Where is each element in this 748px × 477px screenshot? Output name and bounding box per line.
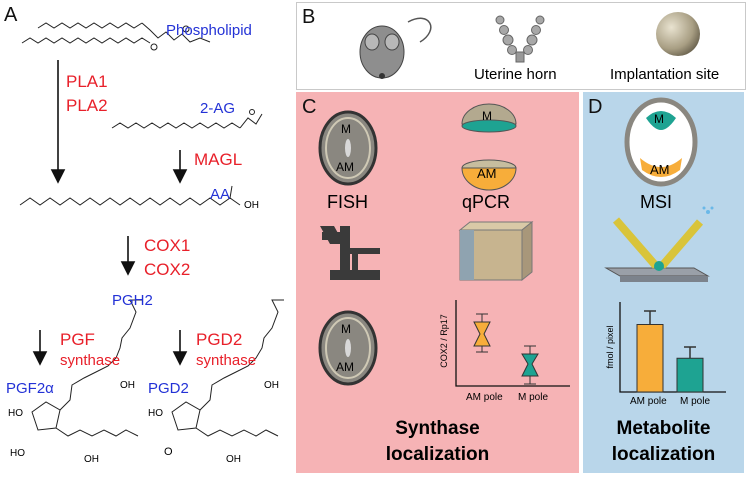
qpcr-machine-icon xyxy=(458,220,534,282)
panel-letter-d: D xyxy=(588,96,603,118)
qpcr-m-label: M xyxy=(482,109,492,123)
fmol-x-am-label: AM pole xyxy=(630,396,667,407)
implantation-site-label: Implantation site xyxy=(610,66,720,83)
metabolite-title-line1: Metabolite xyxy=(616,418,711,439)
pgf2a-label: PGF2α xyxy=(6,380,54,397)
panel-letter-b: B xyxy=(302,6,316,28)
bar-am-pole xyxy=(636,324,664,393)
panel-b-frame xyxy=(296,2,746,90)
cox2-x-m-label: M pole xyxy=(518,392,549,403)
cox1-label: COX1 xyxy=(144,236,191,255)
m-pole-box xyxy=(521,345,539,385)
cox2-label: COX2 xyxy=(144,260,191,279)
fmol-x-m-label: M pole xyxy=(680,396,711,407)
msi-am-label: AM xyxy=(650,162,670,177)
msi-instrument-icon xyxy=(604,206,714,282)
section2-m-label: M xyxy=(341,322,351,336)
fmol-bars xyxy=(636,310,704,393)
aa-oh-label: OH xyxy=(244,200,259,211)
panel-letter-a: A xyxy=(4,4,18,26)
synthase-title-line2: localization xyxy=(385,444,490,465)
msi-section-icon xyxy=(624,97,698,187)
two-ag-label: 2-AG xyxy=(200,100,236,117)
pgd2-oh2-label: OH xyxy=(226,454,241,465)
phospholipid-label: Phospholipid xyxy=(166,22,252,39)
cox2-x-am-label: AM pole xyxy=(466,392,503,403)
pgd2-o-label: O xyxy=(164,446,173,458)
pgh2-label: PGH2 xyxy=(112,292,153,309)
msi-m-label: M xyxy=(654,112,664,126)
section-icon-2 xyxy=(318,310,378,386)
qpcr-hemisphere-icon xyxy=(461,103,517,191)
qpcr-label: qPCR xyxy=(462,192,511,212)
fish-section-icon xyxy=(318,110,378,186)
synthase-title-line1: Synthase xyxy=(395,418,480,439)
pla1-label: PLA1 xyxy=(66,72,108,91)
mouse-icon xyxy=(359,17,432,79)
uterine-horn-icon xyxy=(495,15,545,63)
pgf-synthase-label: synthase xyxy=(60,352,121,369)
magl-label: MAGL xyxy=(194,150,243,169)
metabolite-title-line2: localization xyxy=(611,444,716,465)
cox2-chart-axes xyxy=(455,300,570,387)
panel-letter-c: C xyxy=(302,96,317,118)
pgf2a-oh2-label: OH xyxy=(84,454,99,465)
aa-label: AA xyxy=(210,186,231,203)
am-pole-box xyxy=(473,313,491,353)
pla2-label: PLA2 xyxy=(66,96,108,115)
fish-label: FISH xyxy=(327,192,369,212)
fish-am-label: AM xyxy=(336,160,354,174)
pgd2-synthase-label: synthase xyxy=(196,352,257,369)
pgd2-oh-label: OH xyxy=(264,380,279,391)
bar-m-pole xyxy=(676,357,704,393)
fmol-y-axis-label: fmol / pixel xyxy=(605,325,615,369)
implantation-site-icon xyxy=(656,12,700,56)
pgf2a-ho-label: HO xyxy=(8,408,23,419)
fmol-chart-axes xyxy=(619,302,726,393)
pgf2a-ho2-label: HO xyxy=(10,448,25,459)
fish-m-label: M xyxy=(341,122,351,136)
msi-label: MSI xyxy=(640,192,673,212)
pgd2-ho-label: HO xyxy=(148,408,163,419)
pgf2a-oh-label: OH xyxy=(120,380,135,391)
microscope-icon xyxy=(320,226,380,280)
qpcr-am-label: AM xyxy=(477,166,497,181)
section2-am-label: AM xyxy=(336,360,354,374)
pgd2-enzyme-label: PGD2 xyxy=(196,330,243,349)
pgd2-label: PGD2 xyxy=(148,380,189,397)
pgf-label: PGF xyxy=(60,330,95,349)
uterine-horn-label: Uterine horn xyxy=(474,66,557,83)
